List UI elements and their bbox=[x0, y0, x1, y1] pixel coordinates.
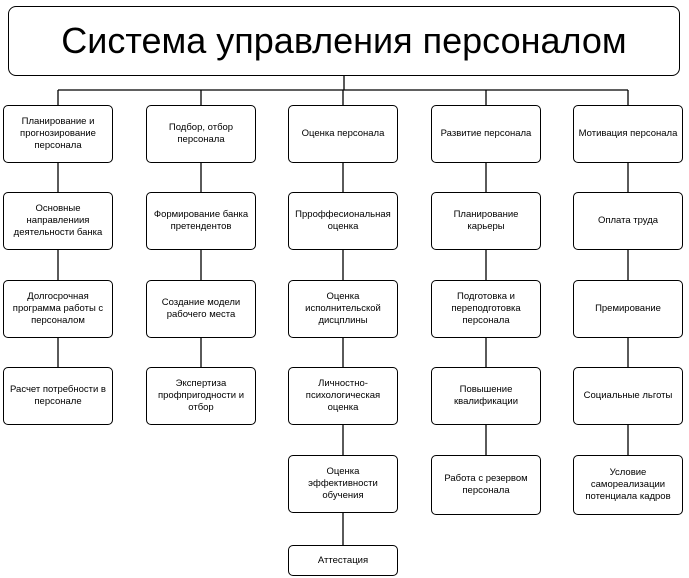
column-2-header: Подбор, отбор персонала bbox=[146, 105, 256, 163]
column-5-item-3: Социальные льготы bbox=[573, 367, 683, 425]
column-4-item-4: Работа с резервом персонала bbox=[431, 455, 541, 515]
column-2-item-3: Экспертиза профпригодности и отбор bbox=[146, 367, 256, 425]
column-3-item-4: Оценка эффективности обучения bbox=[288, 455, 398, 513]
column-4-item-3: Повышение квалификации bbox=[431, 367, 541, 425]
column-2-item-1: Формирование банка претендентов bbox=[146, 192, 256, 250]
diagram-title: Система управления персоналом bbox=[61, 20, 627, 61]
column-4-header: Развитие персонала bbox=[431, 105, 541, 163]
column-3-item-5: Аттестация bbox=[288, 545, 398, 576]
column-3-item-1: Прроффесиональная оценка bbox=[288, 192, 398, 250]
column-5-item-4: Условие самореализации потенциала кадров bbox=[573, 455, 683, 515]
column-2-item-2: Создание модели рабочего места bbox=[146, 280, 256, 338]
column-5-item-2: Премирование bbox=[573, 280, 683, 338]
column-4-item-2: Подготовка и переподготовка персонала bbox=[431, 280, 541, 338]
diagram-title-box: Система управления персоналом bbox=[8, 6, 680, 76]
column-1-header: Планирование и прогнозирование персонала bbox=[3, 105, 113, 163]
column-1-item-1: Основные направлениия деятельности банка bbox=[3, 192, 113, 250]
column-3-item-3: Личностно-психологическая оценка bbox=[288, 367, 398, 425]
column-3-item-2: Оценка исполнительской дисцплины bbox=[288, 280, 398, 338]
column-1-item-3: Расчет потребности в персонале bbox=[3, 367, 113, 425]
column-4-item-1: Планирование карьеры bbox=[431, 192, 541, 250]
column-3-header: Оценка персонала bbox=[288, 105, 398, 163]
column-1-item-2: Долгосрочная программа работы с персонал… bbox=[3, 280, 113, 338]
column-5-item-1: Оплата труда bbox=[573, 192, 683, 250]
column-5-header: Мотивация персонала bbox=[573, 105, 683, 163]
